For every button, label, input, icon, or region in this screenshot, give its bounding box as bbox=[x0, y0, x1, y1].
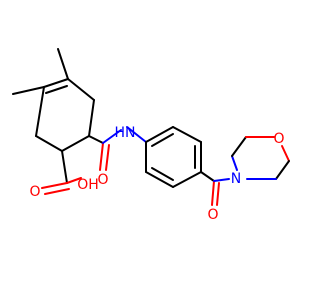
carbonyl-oxygen-label: O bbox=[207, 207, 218, 223]
morpholine-bond bbox=[231, 136, 247, 157]
carboxyl-oh-bond bbox=[66, 177, 82, 184]
benzene-bond bbox=[145, 126, 174, 143]
hydroxyl-label: OH bbox=[77, 177, 99, 193]
morpholine-oxygen-label: O bbox=[273, 131, 284, 147]
carboxyl-bond bbox=[61, 150, 68, 184]
amide-oxygen-label: O bbox=[97, 172, 108, 188]
molecule-drawing: HN OH O O O N O bbox=[12, 48, 290, 223]
carboxyl-double-bond bbox=[41, 182, 68, 189]
carbonyl-n-bond bbox=[213, 178, 230, 182]
benzene-inner-bond bbox=[151, 167, 174, 181]
carbonyl-double-bond bbox=[211, 180, 215, 206]
methyl-bond-top bbox=[57, 48, 69, 80]
carboxyl-double-bond-inner bbox=[44, 188, 70, 195]
benzene-inner-bond bbox=[151, 133, 174, 147]
benzene-bond bbox=[172, 171, 202, 188]
morpholine-nitrogen-label: N bbox=[231, 171, 241, 187]
morpholine-o-bond bbox=[281, 145, 290, 162]
ring-double-bond-inner bbox=[45, 85, 68, 94]
ring-bond bbox=[35, 135, 63, 152]
amide-double-bond-inner bbox=[105, 144, 110, 171]
morpholine-bond bbox=[275, 160, 290, 180]
ring-double-bond bbox=[43, 78, 69, 88]
amide-bond bbox=[88, 135, 104, 144]
carboxyl-oxygen-label: O bbox=[29, 184, 40, 200]
carbonyl-double-bond-inner bbox=[216, 182, 220, 206]
ring-bond bbox=[35, 86, 45, 137]
carbonyl-bond bbox=[200, 171, 215, 182]
ring-bond bbox=[88, 99, 95, 137]
amide-nh-bond bbox=[102, 129, 122, 144]
structure-diagram: HN OH O O O N O bbox=[12, 48, 290, 223]
amide-double-bond bbox=[99, 142, 104, 171]
ring-bond bbox=[61, 135, 90, 152]
morpholine-bond bbox=[231, 155, 238, 171]
benzene-bond bbox=[172, 126, 202, 143]
nh-label: HN bbox=[115, 125, 136, 141]
methyl-bond-left bbox=[12, 86, 45, 95]
ring-bond bbox=[67, 78, 95, 101]
benzene-bond bbox=[145, 171, 174, 188]
amide-aryl-bond bbox=[126, 126, 147, 143]
